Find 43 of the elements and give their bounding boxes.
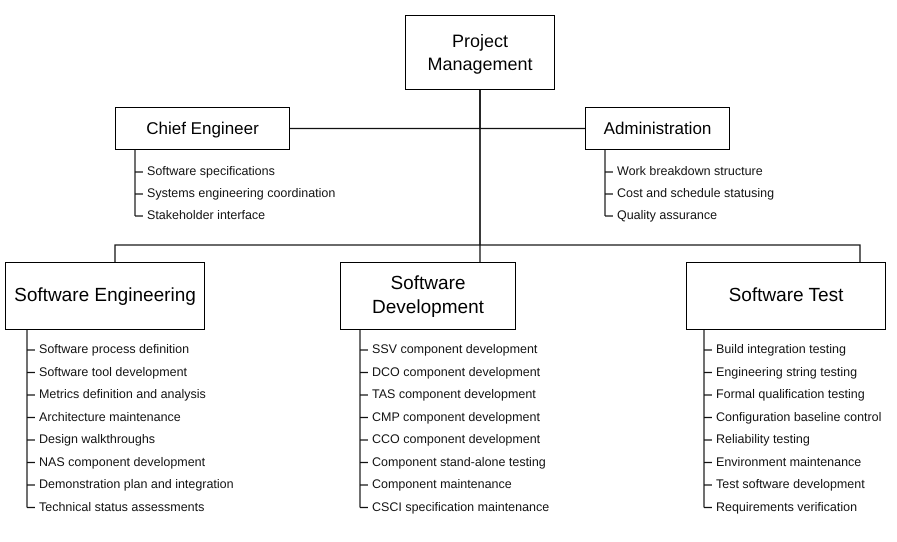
list-item: Configuration baseline control — [716, 410, 882, 423]
list-item: Architecture maintenance — [39, 410, 181, 423]
list-item: Component maintenance — [372, 478, 512, 490]
org-box — [340, 262, 516, 330]
list-item: Software process definition — [39, 343, 190, 356]
box-title: Software Engineering — [14, 284, 196, 308]
org-box — [585, 107, 730, 150]
list-item: Formal qualification testing — [716, 388, 865, 400]
list-item: Design walkthroughs — [39, 433, 156, 446]
list-item: Software tool development — [39, 366, 188, 378]
list-item: Technical status assessments — [39, 500, 204, 513]
list-item: CCO component development — [372, 433, 540, 446]
org-box — [405, 15, 555, 90]
connector-line — [479, 90, 861, 262]
box-title: Software Test — [728, 284, 844, 308]
list-item: Work breakdown structure — [617, 165, 763, 178]
box-title: Project Management — [426, 30, 534, 75]
list-item: Systems engineering coordination — [147, 187, 336, 200]
list-item: Stakeholder interface — [147, 209, 266, 222]
list-item: Test software development — [716, 478, 865, 490]
list-item: Demonstration plan and integration — [39, 478, 234, 490]
list-item: Reliability testing — [716, 433, 810, 446]
list-item: Software specifications — [147, 165, 275, 178]
box-title: Chief Engineer — [146, 118, 259, 140]
org-box — [115, 107, 290, 150]
list-item: Engineering string testing — [716, 366, 858, 378]
box-title: Administration — [604, 118, 712, 140]
list-item: DCO component development — [372, 366, 540, 378]
list-item: NAS component development — [39, 456, 206, 468]
list-item: Build integration testing — [716, 343, 846, 356]
list-item: CMP component development — [372, 410, 540, 423]
list-item: Requirements verification — [716, 500, 858, 513]
box-title: Software Development — [371, 272, 485, 320]
list-item: Component stand-alone testing — [372, 456, 546, 468]
list-item: Quality assurance — [617, 209, 718, 222]
list-item: SSV component development — [372, 343, 538, 356]
list-item: Cost and schedule statusing — [617, 187, 774, 200]
list-item: TAS component development — [372, 388, 536, 400]
list-item: Environment maintenance — [716, 456, 862, 468]
org-box — [5, 262, 205, 330]
list-item: CSCI specification maintenance — [372, 500, 550, 513]
list-item: Metrics definition and analysis — [39, 388, 206, 400]
org-box — [686, 262, 886, 330]
